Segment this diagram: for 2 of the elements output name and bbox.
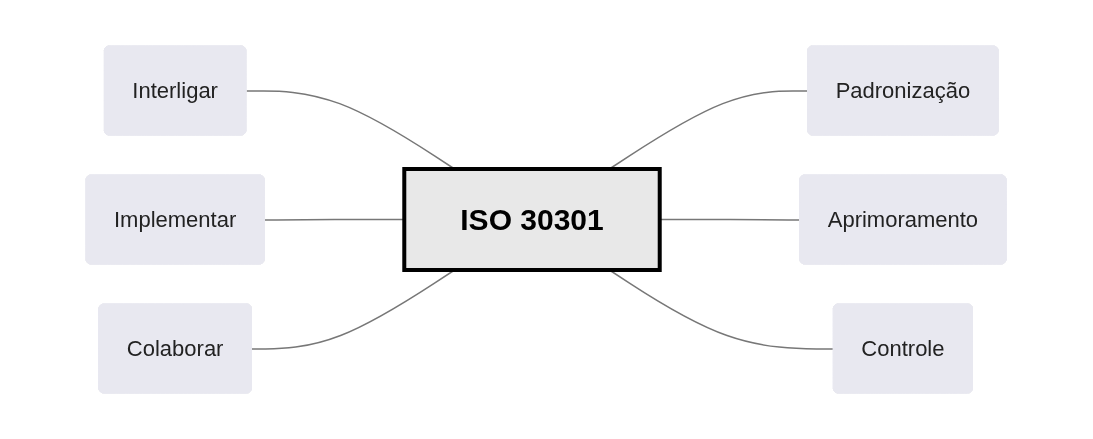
node-box: ISO 30301 — [402, 167, 663, 272]
connector — [609, 90, 810, 170]
